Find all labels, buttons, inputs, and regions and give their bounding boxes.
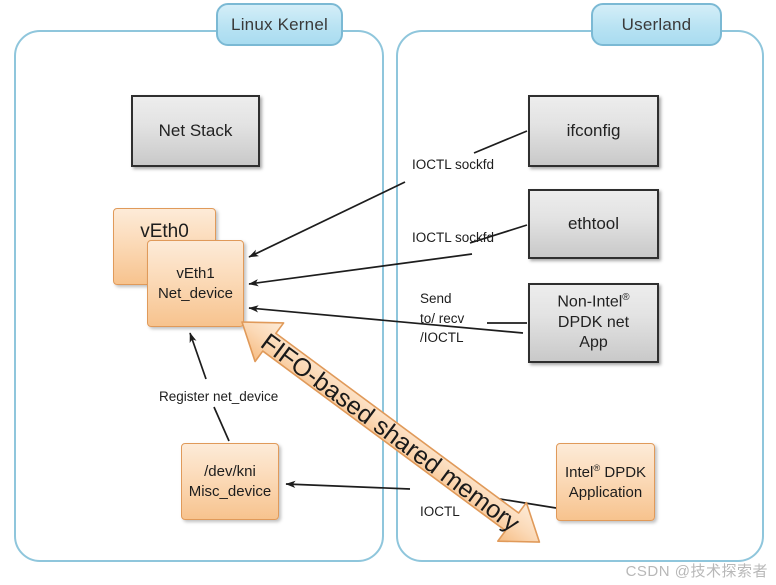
box-veth0-label: vEth0 — [140, 221, 189, 242]
registered-trademark-icon-2: ® — [593, 462, 601, 473]
box-ethtool[interactable]: ethtool — [528, 189, 659, 259]
label-ioctl-sockfd-ethtool: IOCTL sockfd — [412, 230, 495, 245]
box-intel-dpdk-line2: Application — [568, 483, 643, 501]
box-dev-kni-line2: Misc_device — [188, 482, 272, 500]
zone-userland — [396, 30, 764, 562]
box-intel-dpdk-line1-text: Intel — [564, 463, 594, 481]
watermark-csdn: CSDN @技术探索者 — [625, 563, 768, 580]
box-non-intel-line3: App — [579, 334, 608, 352]
label-send-recv-ioctl: Send to/ recv /IOCTL — [420, 291, 465, 346]
box-dev-kni-line1: /dev/kni — [204, 462, 256, 480]
box-non-intel-line1-text: Non-Intel — [557, 293, 623, 311]
box-veth1-line2: Net_device — [157, 284, 234, 302]
box-veth1-line1: vEth1 — [176, 264, 215, 282]
label-ioctl-bottom: IOCTL — [420, 504, 460, 519]
box-non-intel-dpdk-net-app[interactable]: Non-Intel® DPDK net App — [528, 283, 659, 363]
box-intel-dpdk-line1-rest: DPDK — [600, 463, 647, 481]
box-veth1[interactable]: vEth1 Net_device — [147, 240, 244, 327]
box-net-stack-label: Net Stack — [158, 121, 233, 141]
label-register-net-device: Register net_device — [159, 389, 279, 404]
box-dev-kni-misc-device[interactable]: /dev/kni Misc_device — [181, 443, 279, 520]
label-ioctl-sockfd-ifconfig: IOCTL sockfd — [412, 157, 495, 172]
box-non-intel-line1: Non-Intel® — [557, 292, 629, 313]
box-ethtool-label: ethtool — [567, 214, 620, 234]
box-net-stack[interactable]: Net Stack — [131, 95, 260, 167]
zone-linux-kernel — [14, 30, 384, 562]
zone-label-userland: Userland — [591, 3, 722, 46]
zone-label-linux-kernel: Linux Kernel — [216, 3, 343, 46]
box-ifconfig-label: ifconfig — [566, 121, 621, 141]
box-ifconfig[interactable]: ifconfig — [528, 95, 659, 167]
box-intel-dpdk-line1: Intel® DPDK — [565, 462, 646, 483]
registered-trademark-icon: ® — [622, 292, 630, 304]
box-non-intel-line2: DPDK net — [557, 313, 630, 331]
box-intel-dpdk-application[interactable]: Intel® DPDK Application — [556, 443, 655, 521]
